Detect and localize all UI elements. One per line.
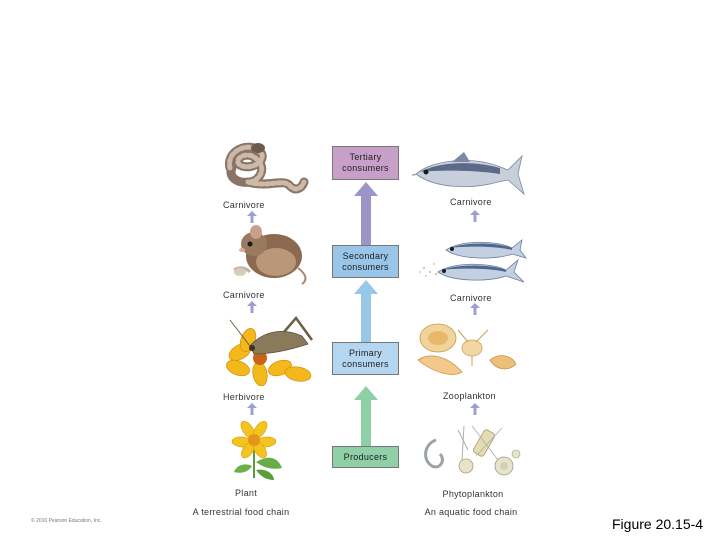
level-producers: Producers — [332, 446, 399, 468]
grasshopper-flower-illustration — [220, 310, 320, 386]
arrow-producers-to-primary — [354, 386, 378, 446]
plant-illustration — [226, 418, 296, 482]
level-tertiary: Tertiary consumers — [332, 146, 399, 180]
a-carnivore-mid-label: Carnivore — [450, 293, 492, 303]
a-caption: An aquatic food chain — [408, 507, 534, 517]
figure-label: Figure 20.15-4 — [612, 516, 703, 532]
central-arrows — [350, 180, 382, 448]
t-carnivore-mid-label: Carnivore — [223, 290, 265, 300]
arrow-secondary-to-tertiary — [354, 182, 378, 245]
arrow-t-carnivore-to-carnivore — [247, 211, 257, 223]
herring-lower — [438, 260, 524, 282]
arrow-t-herbivore-to-carnivore — [247, 301, 257, 313]
a-phytoplankton-label: Phytoplankton — [426, 489, 520, 499]
arrow-t-plant-to-herbivore — [247, 403, 257, 415]
level-producers-label: Producers — [337, 452, 395, 463]
arrow-primary-to-secondary — [354, 280, 378, 342]
t-plant-label: Plant — [216, 488, 276, 498]
snake-illustration — [218, 138, 310, 196]
t-herbivore-label: Herbivore — [223, 392, 265, 402]
arrow-a-phyto-to-zoo — [470, 403, 480, 415]
herring-upper — [446, 240, 526, 258]
zooplankton-illustration — [412, 316, 522, 382]
t-caption: A terrestrial food chain — [176, 507, 306, 517]
herring-illustration — [416, 234, 534, 290]
tuna-illustration — [412, 150, 530, 200]
mouse-illustration — [226, 220, 310, 286]
t-carnivore-top-label: Carnivore — [223, 200, 265, 210]
arrow-a-carnivore-to-carnivore — [470, 210, 480, 222]
a-carnivore-top-label: Carnivore — [450, 197, 492, 207]
arrow-a-zoo-to-carnivore — [470, 303, 480, 315]
level-tertiary-label: Tertiary consumers — [337, 152, 395, 174]
copyright: © 2010 Pearson Education, Inc. — [31, 518, 102, 524]
a-zooplankton-label: Zooplankton — [443, 391, 496, 401]
phytoplankton-illustration — [418, 420, 524, 486]
